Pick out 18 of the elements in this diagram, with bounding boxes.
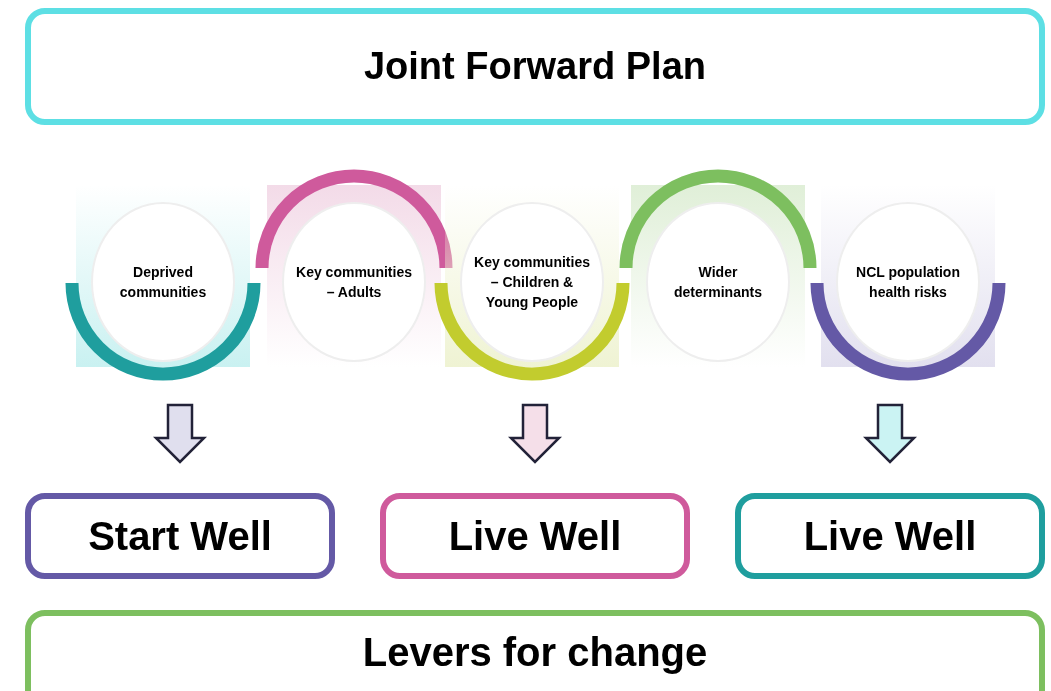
box-title: Levers for change [362, 630, 708, 674]
rounded-box [25, 610, 1045, 691]
box-title: Start Well [88, 514, 272, 558]
rounded-box [25, 8, 1045, 125]
circle-label: Key communities – Children & Young People [473, 252, 591, 313]
rounded-box [380, 493, 690, 579]
circle-label: NCL population health risks [855, 262, 961, 302]
box-title: Joint Forward Plan [363, 45, 706, 88]
block-arrow [153, 403, 207, 464]
circle-label: Deprived communities [118, 262, 208, 302]
block-arrow [863, 403, 917, 464]
box-title: Live Well [803, 514, 977, 558]
block-arrow [508, 403, 562, 464]
circle-label: Wider determinants [673, 262, 763, 302]
box-title: Live Well [448, 514, 622, 558]
rounded-box [735, 493, 1045, 579]
circle-label: Key communities – Adults [295, 262, 413, 302]
rounded-box [25, 493, 335, 579]
